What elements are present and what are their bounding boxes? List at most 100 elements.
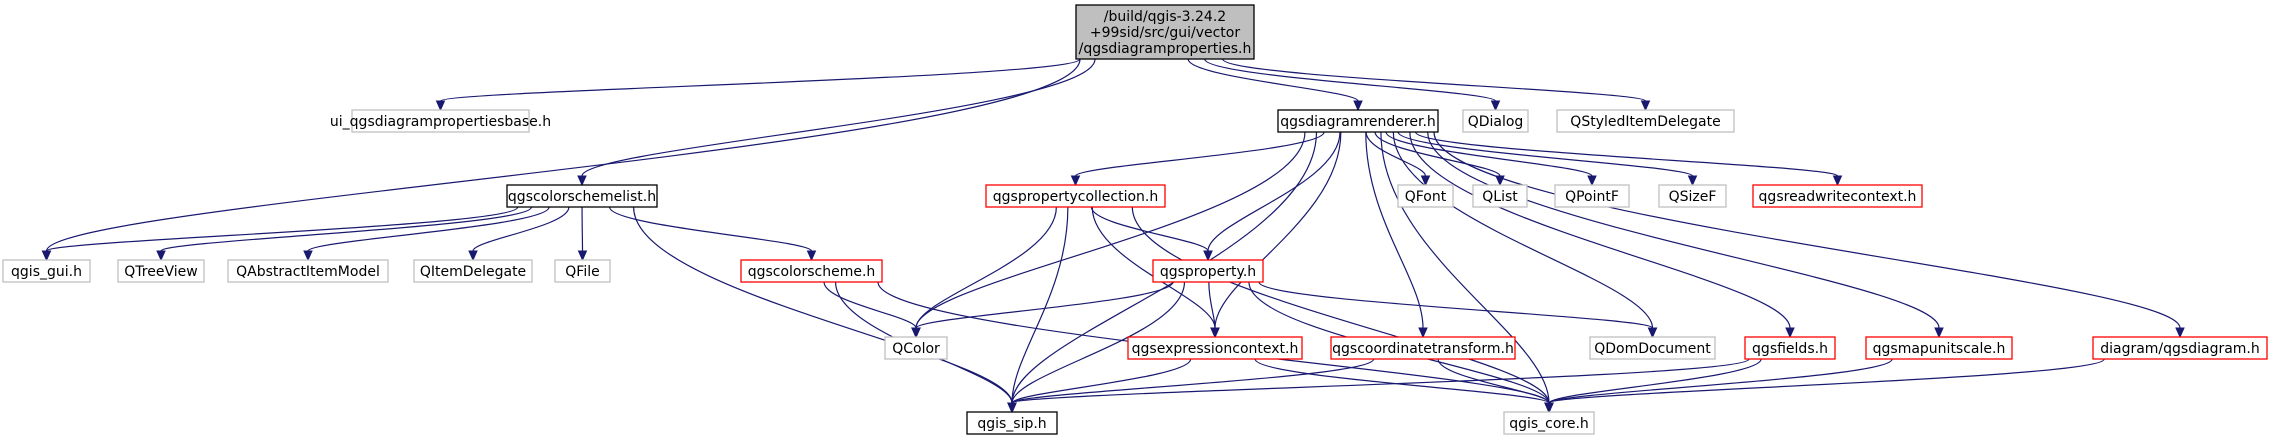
edge-renderer-to-qfont <box>1365 131 1431 187</box>
edge-root-to-renderer <box>1187 58 1363 112</box>
node-core[interactable]: qgis_core.h <box>1503 411 1595 435</box>
edge-fields-to-core <box>1544 358 1762 414</box>
node-label: QTreeView <box>124 264 197 280</box>
node-qfile[interactable]: QFile <box>554 259 611 283</box>
edge-propcoll-to-core <box>1131 206 1554 414</box>
node-label: qgsreadwritecontext.h <box>1759 189 1917 205</box>
node-gui_h[interactable]: qgis_gui.h <box>2 259 91 283</box>
edge-propcoll-to-qcolor <box>911 206 1057 339</box>
node-label: qgsmapunitscale.h <box>1873 341 2006 357</box>
node-exprctx[interactable]: qgsexpressioncontext.h <box>1127 336 1303 360</box>
node-renderer[interactable]: qgsdiagramrenderer.h <box>1277 109 1439 133</box>
node-box <box>1658 184 1727 208</box>
node-property[interactable]: qgsproperty.h <box>1152 259 1264 283</box>
edge-colorlist-to-qitemdel <box>468 206 570 262</box>
node-box <box>1397 184 1454 208</box>
node-label: QColor <box>892 341 940 357</box>
node-qstyled[interactable]: QStyledItemDelegate <box>1556 109 1735 133</box>
edge-exprctx-to-core <box>1254 358 1554 414</box>
node-label: ui_qgsdiagrampropertiesbase.h <box>330 114 551 130</box>
node-fields[interactable]: qgsfields.h <box>1744 336 1836 360</box>
node-sip[interactable]: qgis_sip.h <box>966 411 1058 435</box>
edge-mapunit-to-core <box>1544 358 1893 414</box>
node-label: qgsexpressioncontext.h <box>1132 341 1299 357</box>
node-box <box>1330 336 1516 360</box>
edge-property-to-qcolor <box>911 281 1174 339</box>
node-qdialog[interactable]: QDialog <box>1462 109 1529 133</box>
node-propcoll[interactable]: qgspropertycollection.h <box>985 184 1166 208</box>
node-box <box>117 259 205 283</box>
node-label: qgis_sip.h <box>977 416 1046 432</box>
edge-colorlist-to-sip <box>633 206 1017 414</box>
node-label: /qgsdiagramproperties.h <box>1079 41 1252 57</box>
node-ui_base[interactable]: ui_qgsdiagrampropertiesbase.h <box>330 109 551 133</box>
node-box <box>1752 184 1923 208</box>
node-label: /build/qgis-3.24.2 <box>1104 9 1226 25</box>
edge-root-to-colorlist <box>577 58 1096 187</box>
node-box <box>351 109 530 133</box>
node-label: qgscoordinatetransform.h <box>1332 341 1514 357</box>
node-coordtr[interactable]: qgscoordinatetransform.h <box>1330 336 1516 360</box>
edge-renderer-to-propcoll <box>1070 131 1325 187</box>
node-box <box>1277 109 1439 133</box>
edge-root-to-qdialog <box>1204 58 1501 112</box>
node-label: diagram/qgsdiagram.h <box>2100 341 2260 357</box>
edge-renderer-to-exprctx <box>1210 131 1342 339</box>
edge-renderer-to-coordtr <box>1365 131 1428 339</box>
node-box <box>227 259 389 283</box>
node-qdom[interactable]: QDomDocument <box>1589 336 1716 360</box>
node-box <box>985 184 1166 208</box>
node-box <box>884 336 948 360</box>
node-box <box>1503 411 1595 435</box>
node-box <box>2092 336 2268 360</box>
node-label: QAbstractItemModel <box>236 264 380 280</box>
node-mapunit[interactable]: qgsmapunitscale.h <box>1865 336 2013 360</box>
edge-root-to-qstyled <box>1222 58 1651 112</box>
node-qpointf[interactable]: QPointF <box>1554 184 1630 208</box>
node-label: QFile <box>565 264 599 280</box>
node-qsizef[interactable]: QSizeF <box>1658 184 1727 208</box>
node-colorscheme[interactable]: qgscolorscheme.h <box>740 259 883 283</box>
node-qtreeview[interactable]: QTreeView <box>117 259 205 283</box>
node-root[interactable]: /build/qgis-3.24.2+99sid/src/gui/vector/… <box>1075 4 1255 60</box>
graph-edges <box>41 58 2185 414</box>
node-label: qgscolorscheme.h <box>748 264 876 280</box>
node-label: +99sid/src/gui/vector <box>1090 25 1241 41</box>
node-qitemdel[interactable]: QItemDelegate <box>413 259 533 283</box>
node-label: qgspropertycollection.h <box>993 189 1159 205</box>
edge-root-to-ui_base <box>435 58 1081 112</box>
node-box <box>1589 336 1716 360</box>
node-box <box>1554 184 1630 208</box>
node-box <box>554 259 611 283</box>
node-qlist[interactable]: QList <box>1472 184 1528 208</box>
graph-nodes: /build/qgis-3.24.2+99sid/src/gui/vector/… <box>2 4 2268 435</box>
edge-renderer-to-mapunit <box>1427 131 1944 339</box>
node-qfont[interactable]: QFont <box>1397 184 1454 208</box>
edge-colorlist-to-qtreeview <box>156 206 533 262</box>
node-box <box>966 411 1058 435</box>
edge-renderer-to-qpointf <box>1385 131 1597 187</box>
edge-renderer-to-qsizef <box>1397 131 1698 187</box>
node-rwcontext[interactable]: qgsreadwritecontext.h <box>1752 184 1923 208</box>
edge-fields-to-sip <box>1007 358 1750 414</box>
edge-renderer-to-diagram <box>1433 131 2185 339</box>
node-label: QItemDelegate <box>420 264 526 280</box>
edge-colorlist-to-qfile <box>577 206 588 262</box>
node-box <box>1152 259 1264 283</box>
node-qaim[interactable]: QAbstractItemModel <box>227 259 389 283</box>
node-label: qgis_core.h <box>1509 416 1589 432</box>
node-box <box>1472 184 1528 208</box>
edge-diagram-to-core <box>1544 358 2105 414</box>
node-diagram[interactable]: diagram/qgsdiagram.h <box>2092 336 2268 360</box>
node-colorlist[interactable]: qgscolorschemelist.h <box>506 184 658 208</box>
node-qcolor[interactable]: QColor <box>884 336 948 360</box>
node-label: QSizeF <box>1669 189 1717 205</box>
edge-property-to-exprctx <box>1208 281 1220 339</box>
node-box <box>2 259 91 283</box>
node-label: qgsproperty.h <box>1160 264 1256 280</box>
node-box <box>1462 109 1529 133</box>
node-box <box>506 184 658 208</box>
edge-colorlist-to-gui_h <box>41 206 519 262</box>
edge-root-to-gui_h <box>41 58 1081 262</box>
